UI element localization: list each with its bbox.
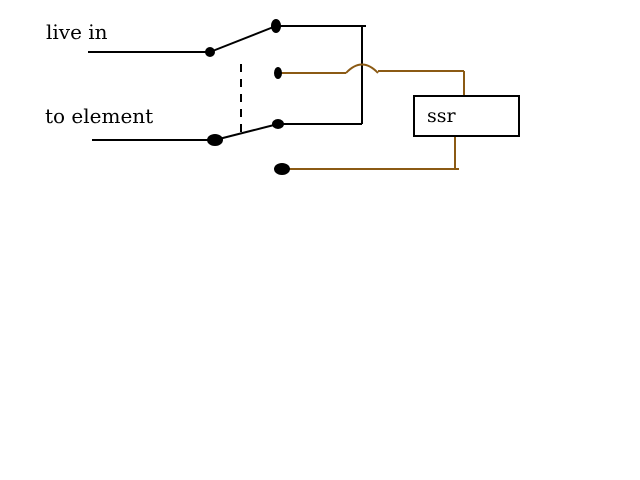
to-element-label: to element: [45, 104, 153, 128]
switch-top-blade: [209, 25, 277, 53]
bottom-contact-terminal: [274, 163, 290, 175]
to-element-pivot-terminal: [207, 134, 223, 146]
top-contact-terminal: [271, 19, 281, 33]
live-in-pivot-terminal: [205, 47, 215, 57]
middle-contact-terminal: [274, 67, 282, 79]
terminals: [205, 19, 290, 175]
live-in-label: live in: [46, 20, 108, 44]
ssr-label: ssr: [427, 105, 457, 127]
wire-crossover-hop: [345, 63, 379, 74]
switch-bottom-blade: [214, 123, 279, 141]
brown-wires: [278, 63, 465, 170]
lower-contact-terminal: [272, 119, 284, 129]
black-wires: [88, 25, 366, 141]
ssr-box: [413, 95, 520, 137]
